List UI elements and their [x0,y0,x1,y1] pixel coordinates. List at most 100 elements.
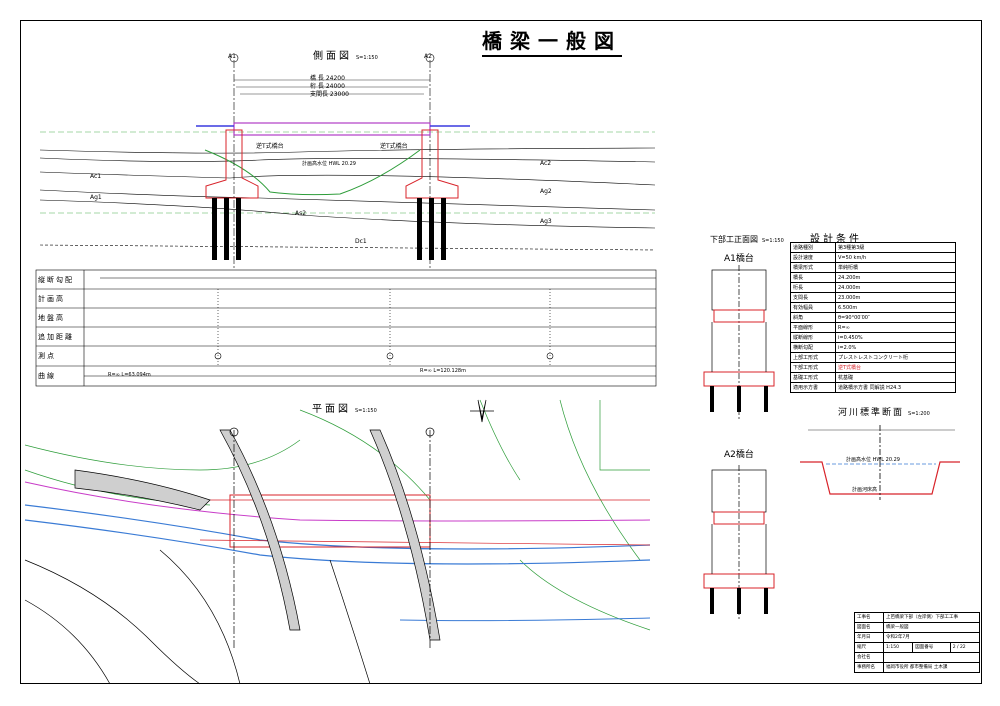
title-block-row: 会社名 [854,652,980,663]
dim-bridge-length: 橋 長 24200 [310,75,345,82]
dim-girder-length: 桁 長 24000 [310,83,345,90]
abutment-left-label: 逆T式橋台 [256,143,284,150]
design-condition-value: V=50 km/h [835,252,956,263]
profile-table-grid [35,269,657,387]
title-block-key: 事務所名 [854,662,884,673]
design-condition-value: プレストレストコンクリート桁 [835,352,956,363]
title-block-value: 令和2年7月 [883,632,980,643]
pier-a2-label: A2橋台 [724,450,754,460]
design-condition-key: 縦断線形 [790,332,836,343]
title-block-value: 1:150 [882,642,914,653]
design-condition-value: 逆T式橋台 [835,362,956,373]
drawing-frame [20,20,982,684]
river-bed-label: 計画河床高 [852,487,878,493]
profile-label-distance: 追加距離 [38,333,74,341]
title-block-key: 縮尺 [854,642,884,653]
stratum-ac2: Ac2 [540,160,552,167]
side-hwl-label: 計画高水位 HWL 20.29 [302,161,356,167]
design-condition-key: 横断勾配 [790,342,836,353]
stratum-dc1: Dc1 [355,238,367,245]
pier-a1-label: A1橋台 [724,254,754,264]
design-condition-key: 設計速度 [790,252,836,263]
design-condition-row: 下部工形式逆T式橋台 [790,362,956,373]
side-axis-a1: A1 [228,53,236,60]
design-condition-value: θ=90°00′00″ [835,312,956,323]
title-block-key: 会社名 [854,652,884,663]
design-condition-key: 有効幅員 [790,302,836,313]
profile-label-planned-height: 計画高 [38,295,65,303]
side-view-graphics [39,53,656,268]
profile-label-station: 測点 [38,352,56,360]
profile-label-curve: 曲線 [38,372,56,380]
pier-front-graphics [703,265,775,620]
stratum-ag2: Ag2 [540,188,552,195]
river-section-graphics [800,425,960,500]
design-condition-key: 橋長 [790,272,836,283]
title-block-value [883,652,980,663]
title-block-value: 福岡市役所 都市整備局 土木課 [883,662,980,673]
design-condition-value: i=0.450% [835,332,956,343]
title-block-row: 図面名橋梁一般図 [854,622,980,633]
river-hwl-label: 計画高水位 HWL 20.29 [846,457,900,463]
design-condition-row: 基礎工形式杭基礎 [790,372,956,383]
design-condition-row: 橋梁形式単純桁橋 [790,262,956,273]
profile-label-gradient: 縦断勾配 [38,276,74,284]
design-condition-key: 橋梁形式 [790,262,836,273]
design-conditions-label: 設計条件 [810,234,862,245]
design-condition-row: 上部工形式プレストレストコンクリート桁 [790,352,956,363]
design-condition-key: 桁長 [790,282,836,293]
design-condition-row: 適用示方書道路橋示方書 同解説 H24.3 [790,382,956,393]
title-block-value: 橋梁一般図 [883,622,980,633]
design-condition-value: 24.200m [835,272,956,283]
stratum-ag1: Ag1 [90,194,102,201]
side-axis-a2: A2 [424,53,432,60]
title-block-row: 年月日令和2年7月 [854,632,980,643]
design-condition-key: 適用示方書 [790,382,836,393]
title-block-key: 工事名 [854,612,884,623]
design-condition-row: 道路種別第3種第3級 [790,242,956,253]
design-condition-value: 24.000m [835,282,956,293]
design-condition-value: 6.500m [835,302,956,313]
design-condition-value: i=2.0% [835,342,956,353]
title-block-key: 年月日 [854,632,884,643]
sheet-number-label: 図面番号 [912,642,951,653]
design-condition-key: 支間長 [790,292,836,303]
profile-label-ground-height: 地盤高 [38,314,65,322]
drawing-title: 橋梁一般図 [482,25,622,57]
curve-left-text: R=∞ L=63.094m [108,372,151,378]
dim-span-length: 支間長 23000 [310,91,349,98]
design-condition-value: 杭基礎 [835,372,956,383]
design-condition-value: 道路橋示方書 同解説 H24.3 [835,382,956,393]
design-condition-value: 第3種第3級 [835,242,956,253]
stratum-ag3: Ag3 [540,218,552,225]
design-condition-key: 斜角 [790,312,836,323]
plan-view-graphics [24,399,651,685]
curve-right-text: R=∞ L=120.128m [420,368,466,374]
design-condition-key: 基礎工形式 [790,372,836,383]
stratum-ac1: Ac1 [90,173,102,180]
abutment-right-label: 逆T式橋台 [380,143,408,150]
design-condition-value: 単純桁橋 [835,262,956,273]
title-block-value: 上芭橋梁下部（左岸側）下部工工事 [883,612,980,623]
design-condition-key: 上部工形式 [790,352,836,363]
design-condition-key: 平面線形 [790,322,836,333]
design-condition-key: 下部工形式 [790,362,836,373]
title-block-row: 工事名上芭橋梁下部（左岸側）下部工工事 [854,612,980,623]
